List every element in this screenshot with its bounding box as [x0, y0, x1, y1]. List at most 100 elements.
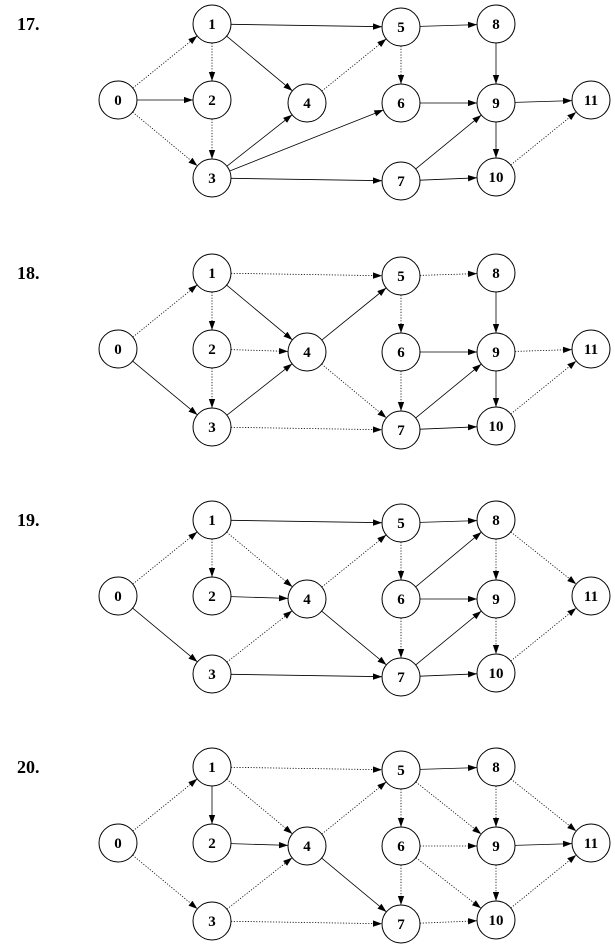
edge-3-7	[230, 177, 383, 184]
edge-10-11	[510, 360, 577, 415]
edge-1-4	[226, 35, 293, 92]
node-2: 2	[192, 329, 232, 369]
problem-label: 18.	[17, 263, 40, 283]
node-label: 8	[492, 17, 500, 33]
node-label: 4	[303, 592, 311, 608]
node-label: 11	[584, 836, 598, 852]
node-circle	[192, 576, 232, 616]
edge-3-7	[230, 920, 383, 927]
node-11: 11	[571, 576, 611, 616]
edge-4-7	[321, 857, 387, 913]
edge-7-9	[415, 363, 482, 419]
edge-7-10	[419, 424, 478, 431]
edge-7-9	[415, 610, 482, 666]
node-circle	[476, 4, 516, 44]
node-5: 5	[381, 503, 421, 543]
node-label: 0	[114, 589, 122, 605]
node-5: 5	[381, 750, 421, 790]
node-label: 9	[492, 839, 500, 855]
node-7: 7	[381, 904, 421, 944]
node-0: 0	[98, 329, 138, 369]
edge-1-4	[226, 778, 293, 835]
node-circle	[98, 576, 138, 616]
node-3: 3	[192, 901, 232, 941]
edge-5-8	[419, 517, 478, 525]
node-7: 7	[381, 657, 421, 697]
node-label: 5	[397, 20, 405, 36]
node-3: 3	[192, 158, 232, 198]
edge-2-4	[230, 347, 289, 355]
node-label: 2	[208, 836, 216, 852]
problem-label: 17.	[17, 14, 40, 34]
node-circle	[571, 329, 611, 369]
node-4: 4	[287, 332, 327, 372]
node-label: 7	[397, 423, 405, 439]
edge-7-10	[419, 671, 478, 678]
node-label: 0	[114, 836, 122, 852]
node-circle	[571, 80, 611, 120]
node-label: 1	[208, 17, 216, 33]
node-circle	[381, 657, 421, 697]
edge-10-11	[510, 111, 577, 166]
node-circle	[571, 576, 611, 616]
node-circle	[476, 900, 516, 940]
node-circle	[571, 823, 611, 863]
edge-3-4	[226, 363, 293, 416]
node-label: 3	[208, 420, 216, 436]
node-circle	[192, 747, 232, 787]
edge-0-3	[132, 854, 198, 910]
node-circle	[192, 158, 232, 198]
node-6: 6	[381, 83, 421, 123]
node-circle	[476, 826, 516, 866]
node-circle	[381, 410, 421, 450]
node-circle	[287, 83, 327, 123]
node-6: 6	[381, 826, 421, 866]
node-circle	[476, 579, 516, 619]
node-1: 1	[192, 253, 232, 293]
node-7: 7	[381, 161, 421, 201]
node-circle	[476, 653, 516, 693]
node-label: 3	[208, 667, 216, 683]
edge-7-10	[419, 175, 478, 182]
node-label: 4	[303, 96, 311, 112]
node-circle	[192, 329, 232, 369]
edge-4-5	[321, 38, 387, 92]
node-label: 8	[492, 513, 500, 529]
edge-7-9	[415, 114, 482, 170]
node-10: 10	[476, 157, 516, 197]
node-circle	[381, 256, 421, 296]
node-3: 3	[192, 407, 232, 447]
node-circle	[98, 80, 138, 120]
node-label: 6	[397, 345, 405, 361]
node-label: 1	[208, 266, 216, 282]
node-label: 5	[397, 516, 405, 532]
node-circle	[192, 500, 232, 540]
node-label: 11	[584, 589, 598, 605]
node-label: 4	[303, 345, 311, 361]
node-1: 1	[192, 500, 232, 540]
node-circle	[381, 83, 421, 123]
node-circle	[476, 253, 516, 293]
edge-0-1	[132, 778, 198, 832]
edge-4-7	[321, 610, 387, 666]
node-9: 9	[476, 83, 516, 123]
node-label: 7	[397, 174, 405, 190]
node-1: 1	[192, 747, 232, 787]
edge-9-11	[514, 840, 573, 848]
node-label: 2	[208, 93, 216, 109]
edge-3-4	[226, 857, 293, 910]
node-label: 0	[114, 342, 122, 358]
node-0: 0	[98, 823, 138, 863]
node-label: 10	[489, 666, 504, 682]
node-circle	[381, 750, 421, 790]
edge-4-5	[321, 287, 387, 341]
node-label: 10	[489, 913, 504, 929]
edge-0-1	[132, 35, 198, 89]
edge-0-3	[132, 111, 198, 167]
node-circle	[192, 901, 232, 941]
node-label: 1	[208, 760, 216, 776]
node-11: 11	[571, 823, 611, 863]
node-label: 9	[492, 96, 500, 112]
